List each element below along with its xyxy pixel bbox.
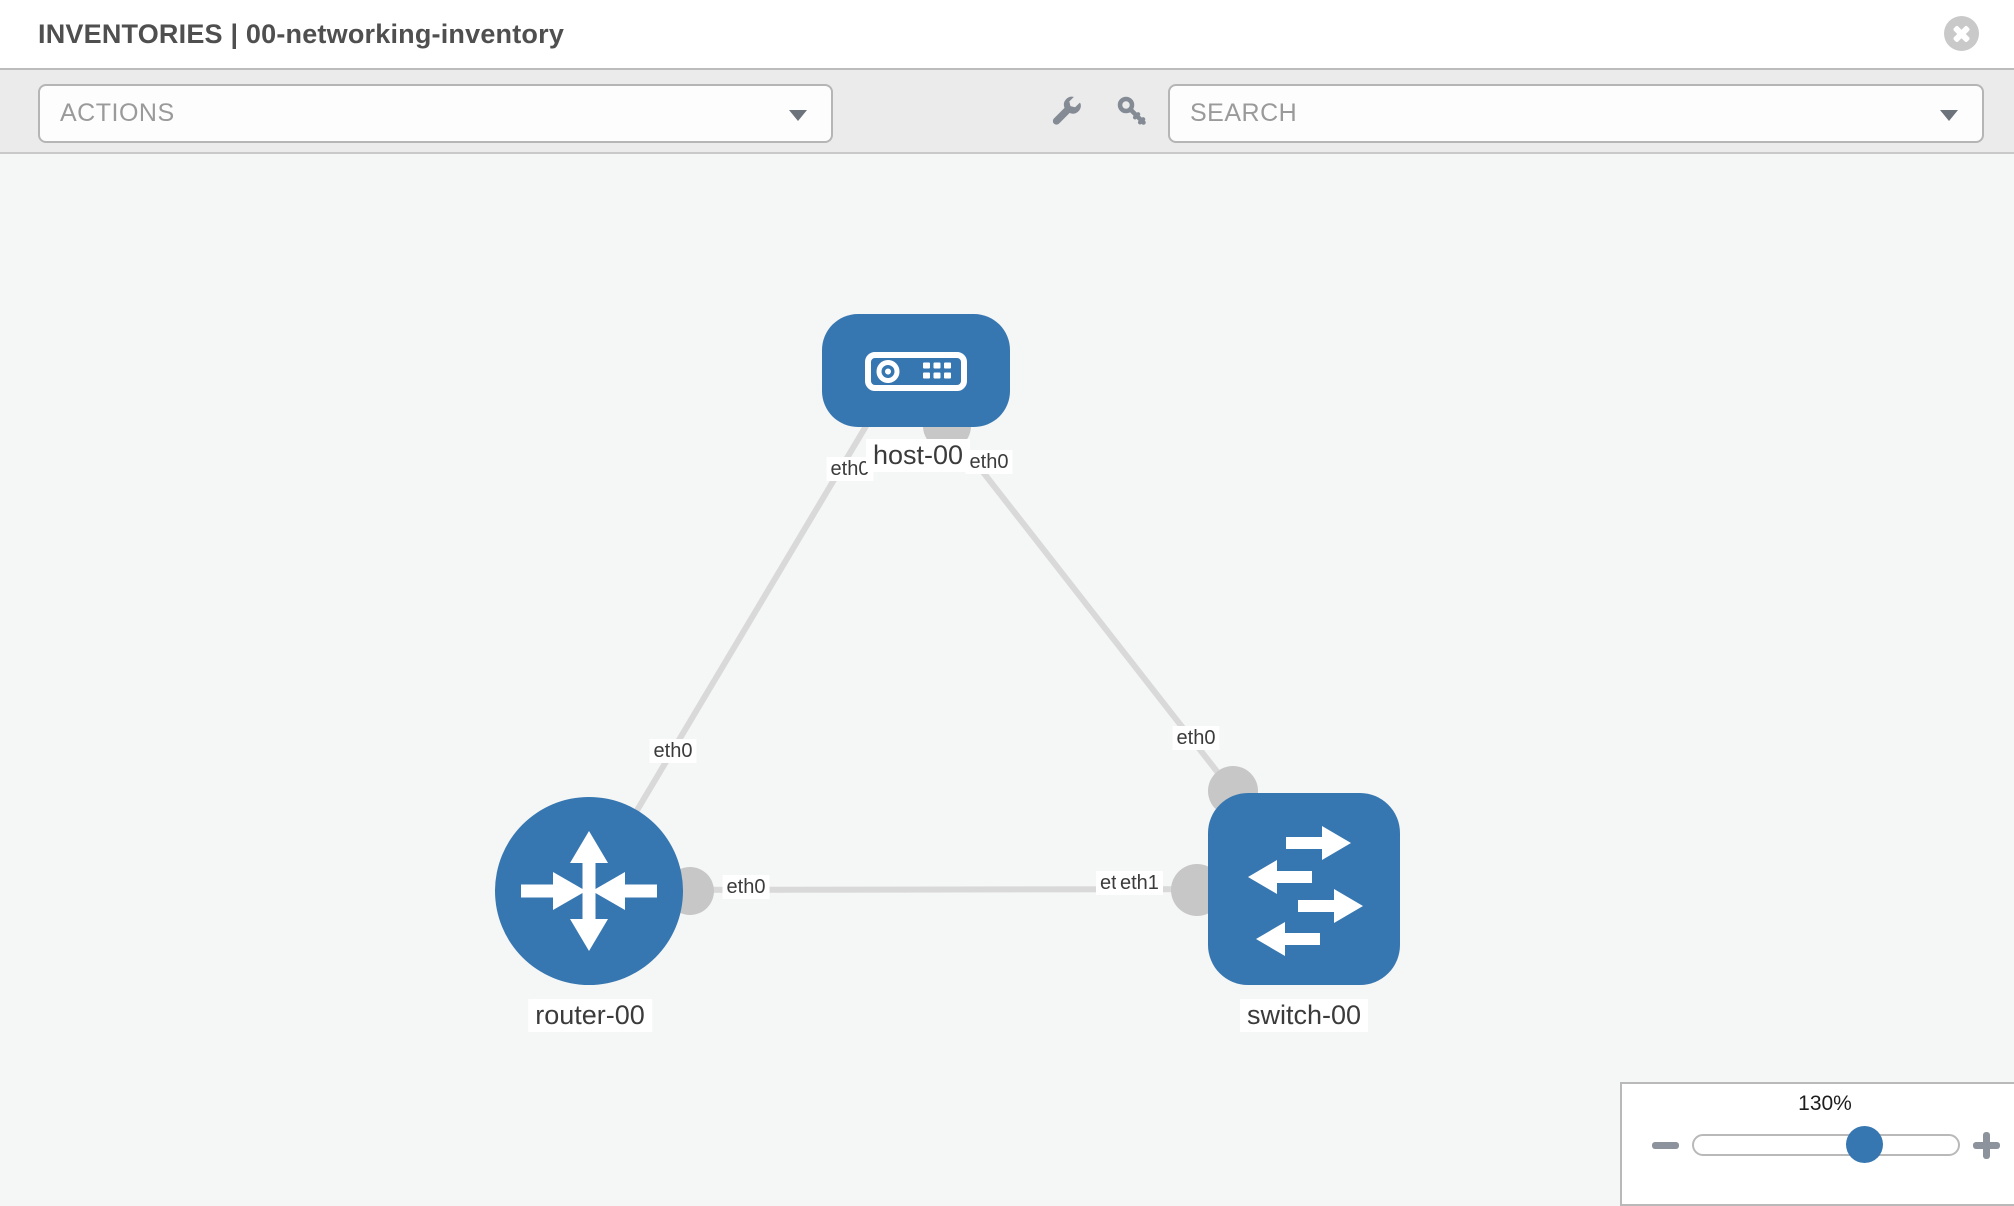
plus-icon <box>1983 1132 1990 1159</box>
zoom-value: 130% <box>1798 1092 1852 1115</box>
iface-label-switch-eth1: eth1 <box>1116 871 1163 895</box>
zoom-out-button[interactable] <box>1652 1142 1679 1149</box>
toolbar: ACTIONS SEARCH <box>0 70 2014 154</box>
page-title: INVENTORIES | 00-networking-inventory <box>38 19 565 49</box>
credentials-key-button[interactable] <box>1115 94 1151 130</box>
adhoc-wrench-button[interactable] <box>1049 94 1085 130</box>
zoom-slider-knob[interactable] <box>1846 1126 1883 1163</box>
node-switch-00[interactable] <box>1208 793 1400 985</box>
host-icon <box>865 352 967 391</box>
iface-label-host-eth0-right: eth0 <box>965 450 1013 474</box>
node-label-host-00: host-00 <box>865 439 971 472</box>
router-icon <box>521 831 657 951</box>
wrench-icon <box>1052 96 1081 125</box>
node-router-00[interactable] <box>495 797 683 985</box>
chevron-down-icon <box>789 110 807 121</box>
switch-icon <box>1248 826 1363 956</box>
close-button[interactable] <box>1944 16 1979 51</box>
zoom-panel: 130% <box>1620 1082 2014 1206</box>
actions-dropdown[interactable]: ACTIONS <box>38 84 833 143</box>
iface-label-host-eth0-left: eth0 <box>826 457 874 481</box>
zoom-in-button[interactable] <box>1973 1132 2000 1159</box>
link-layer <box>586 402 1305 916</box>
iface-label-router-eth0-upper: eth0 <box>649 739 697 763</box>
iface-label-router-eth0-right: eth0 <box>722 875 770 899</box>
search-placeholder: SEARCH <box>1190 99 1298 127</box>
node-label-switch-00: switch-00 <box>1239 999 1369 1032</box>
header-bar: INVENTORIES | 00-networking-inventory <box>0 0 2014 70</box>
zoom-slider-track[interactable] <box>1692 1134 1960 1156</box>
actions-dropdown-label: ACTIONS <box>60 99 175 127</box>
topology-canvas[interactable]: eth0 eth0 eth0 eth0 eth0 eth0 eth1 host-… <box>0 154 2014 1200</box>
search-dropdown[interactable]: SEARCH <box>1168 84 1984 143</box>
key-icon <box>1117 96 1146 125</box>
node-label-router-00: router-00 <box>528 999 652 1032</box>
chevron-down-icon <box>1940 110 1958 121</box>
node-host-00[interactable] <box>822 314 1010 427</box>
iface-label-switch-eth0: eth0 <box>1172 726 1220 750</box>
